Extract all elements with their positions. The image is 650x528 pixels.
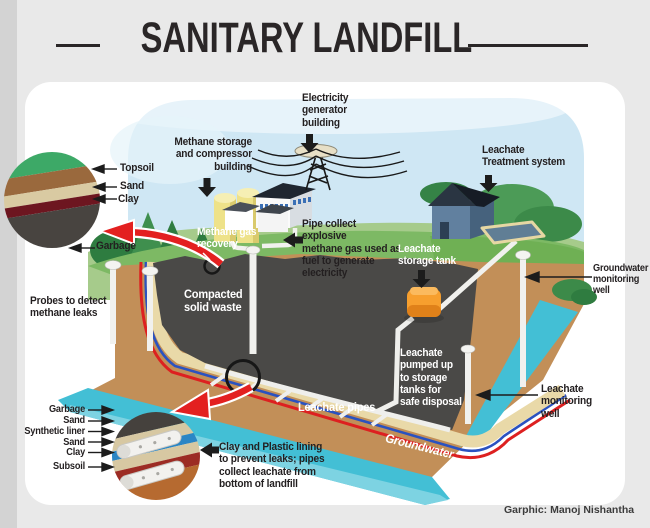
garbage-top-label: Garbage	[96, 240, 136, 252]
power-lines	[247, 144, 408, 191]
left-arrow-icon	[67, 243, 95, 253]
fat-left-arrow-icon	[283, 232, 303, 248]
leachate-storage-tank	[404, 287, 444, 323]
leachate-pumped-label: Leachate pumped up to storage tanks for …	[400, 347, 462, 409]
down-arrow-icon	[198, 178, 216, 197]
down-arrow-icon	[412, 270, 431, 288]
red-arrow-top-icon	[96, 218, 225, 269]
right-arrow-icon	[88, 405, 116, 415]
fat-left-arrow-icon	[200, 442, 219, 458]
pipe-collect-label: Pipe collect explosive methane gas used …	[302, 218, 401, 280]
right-arrow-icon	[88, 447, 116, 458]
compacted-solid-waste-label: Compacted solid waste	[184, 287, 243, 315]
left-arrow-icon	[475, 388, 538, 402]
topsoil-label: Topsoil	[120, 162, 154, 174]
methane-gas-recovery-label: Methane gas recovery	[197, 226, 257, 251]
left-arrow-icon	[91, 194, 117, 204]
electricity-generator-label: Electricity generator building	[302, 92, 349, 129]
left-arrow-icon	[90, 164, 117, 174]
clay-plastic-liner	[139, 261, 571, 459]
sand-upper-label: Sand	[63, 414, 85, 426]
clay-plastic-lining-label: Clay and Plastic lining to prevent leaks…	[219, 441, 325, 490]
probes-label: Probes to detect methane leaks	[30, 295, 107, 320]
subsoil-label: Subsoil	[53, 461, 85, 472]
bush-right-edge	[552, 279, 597, 305]
left-arrow-icon	[524, 270, 592, 284]
wells-and-pipes	[104, 228, 531, 424]
title-dash-right	[468, 44, 588, 47]
down-arrow-icon	[479, 175, 498, 192]
credit-text: Garphic: Manoj Nishantha	[504, 504, 635, 516]
methane-storage-label: Methane storage and compressor building	[174, 136, 252, 173]
leachate-monitoring-well-label: Leachate monitoring well	[541, 383, 593, 420]
left-edge-strip	[0, 0, 17, 528]
recovery-pointer-line	[202, 252, 211, 261]
down-arrow-icon	[300, 134, 319, 153]
right-arrow-icon	[88, 416, 116, 426]
leachate-pipes-label: Leachate pipes	[298, 400, 376, 414]
title-dash-left	[56, 44, 100, 47]
right-arrow-icon	[88, 426, 116, 437]
garbage-bottom-label: Garbage	[48, 403, 85, 415]
perforated-pipe-icon	[116, 429, 182, 459]
page-title: SANITARY LANDFILL	[140, 14, 473, 62]
clay-bottom-label: Clay	[66, 447, 85, 458]
electricity-generator-building	[222, 183, 316, 232]
sand-lower-label: Sand	[63, 436, 85, 448]
leachate-treatment-label: Leachate Treatment system	[482, 144, 566, 169]
right-arrow-icon	[88, 437, 116, 447]
groundwater-monitoring-well-label: Groundwater monitoring well	[593, 263, 649, 297]
synthetic-liner-label: Synthetic liner	[24, 425, 85, 437]
treatment-pond	[480, 220, 546, 245]
clay-top-label: Clay	[118, 192, 139, 205]
leachate-storage-tank-label: Leachate storage tank	[398, 243, 456, 268]
sand-top-label: Sand	[120, 179, 145, 192]
red-arrow-bottom-icon	[169, 382, 254, 421]
leachate-treatment-building	[428, 183, 500, 239]
left-arrow-icon	[91, 182, 117, 192]
right-arrow-icon	[88, 462, 116, 472]
connector-arrows	[67, 134, 592, 472]
